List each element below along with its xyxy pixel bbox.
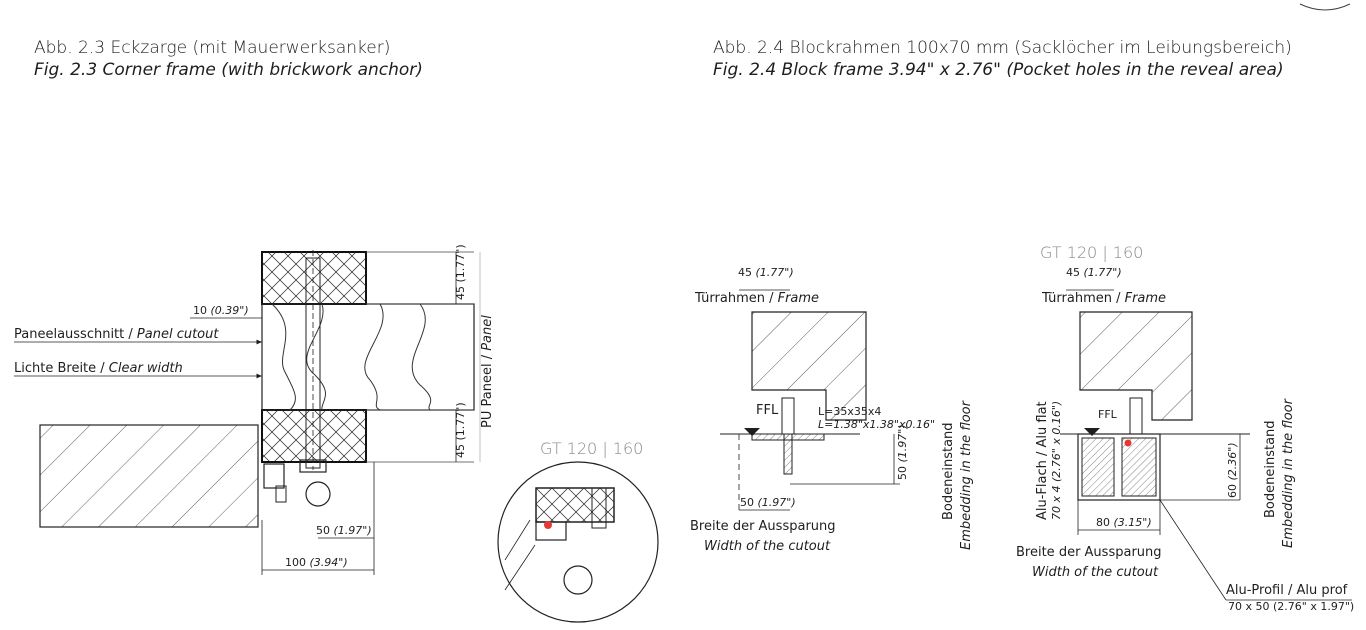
label-embed-en: Embedding in the floor	[959, 399, 974, 550]
fig-2-4-block-frame-left	[720, 289, 900, 511]
label-width-en: Width of the cutout	[1032, 565, 1159, 580]
dim-100: 100 (3.94")	[285, 556, 348, 569]
wall-section	[39, 424, 259, 528]
dim-45: 45 (1.77")	[738, 266, 794, 279]
corner-arc-decoration	[1299, 3, 1351, 11]
caption-en: Fig. 2.3 Corner frame (with brickwork an…	[34, 60, 423, 80]
label-embed-de: Bodeneinstand	[941, 422, 956, 520]
label-panel-cutout: Paneelausschnitt / Panel cutout	[14, 327, 219, 342]
label-clear-width: Lichte Breite / Clear width	[14, 361, 183, 376]
fig-title-gt: GT 120 | 160	[1040, 243, 1143, 262]
dim-50-horizontal: 50 (1.97")	[740, 496, 796, 509]
label-embed-en: Embedding in the floor	[1281, 397, 1296, 548]
dim-bottom-45: 45 (1.77")	[454, 402, 467, 458]
label-ffl: FFL	[756, 403, 779, 418]
label-width-en: Width of the cutout	[704, 539, 831, 554]
dim-top-45: 45 (1.77")	[454, 244, 467, 300]
fig-2-3-corner-frame	[14, 250, 481, 575]
label-angle-mm: L=35x35x4	[818, 405, 881, 418]
dim-50-vertical: 50 (1.97")	[896, 424, 909, 480]
caption-fig-2-4: Abb. 2.4 Blockrahmen 100x70 mm (Sacklöch…	[713, 37, 1292, 81]
label-width-de: Breite der Aussparung	[690, 519, 836, 534]
dim-50: 50 (1.97")	[316, 524, 372, 537]
label-alu-flat-dim: 70 x 4 (2.76" x 0.16")	[1050, 401, 1063, 520]
caption-de: Abb. 2.4 Blockrahmen 100x70 mm (Sacklöch…	[713, 38, 1292, 58]
label-angle-in: L=1.38"x1.38"x0.16"	[818, 418, 935, 431]
detail-circle	[497, 461, 659, 623]
label-width-de: Breite der Aussparung	[1016, 545, 1162, 560]
detail-title: GT 120 | 160	[540, 439, 643, 458]
fig-2-4-block-frame-right	[1060, 289, 1352, 601]
label-frame: Türrahmen / Frame	[694, 291, 819, 306]
dim-60: 60 (2.36")	[1226, 442, 1239, 498]
label-ffl: FFL	[1098, 408, 1118, 421]
label-alu-profile-dim: 70 x 50 (2.76" x 1.97")	[1228, 600, 1354, 613]
label-frame: Türrahmen / Frame	[1041, 291, 1166, 306]
bottom-insulation-block	[261, 409, 367, 463]
label-alu-flat: Alu-Flach / Alu flat	[1035, 401, 1050, 520]
caption-en: Fig. 2.4 Block frame 3.94" x 2.76" (Pock…	[713, 60, 1284, 80]
pu-panel-core	[261, 303, 475, 411]
dim-gap-10: 10 (0.39")	[193, 304, 249, 317]
label-embed-de: Bodeneinstand	[1263, 420, 1278, 518]
label-alu-profile: Alu-Profil / Alu prof	[1226, 583, 1348, 598]
dim-80: 80 (3.15")	[1096, 516, 1152, 529]
caption-fig-2-3: Abb. 2.3 Eckzarge (mit Mauerwerksanker) …	[34, 37, 423, 81]
dim-45: 45 (1.77")	[1066, 266, 1122, 279]
caption-de: Abb. 2.3 Eckzarge (mit Mauerwerksanker)	[34, 38, 391, 58]
top-insulation-block	[261, 251, 367, 305]
label-pu-panel: PU Paneel / Panel	[480, 315, 495, 428]
